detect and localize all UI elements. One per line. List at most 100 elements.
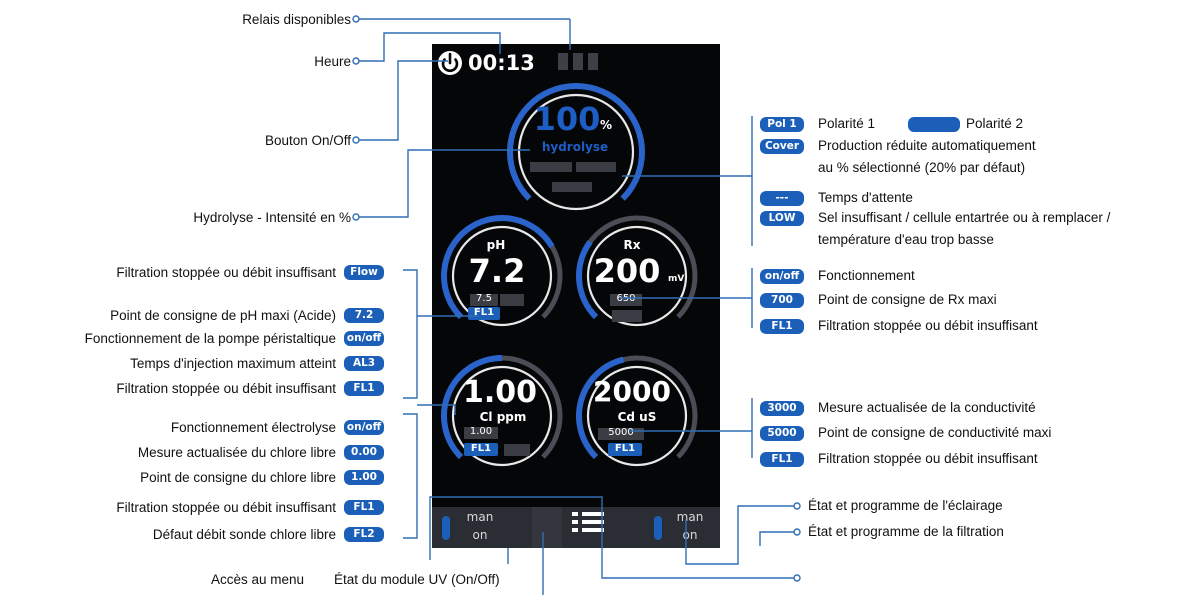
left-mode: man	[466, 510, 494, 524]
right-label-1: Polarité 2	[966, 116, 1024, 131]
filtration-indicator[interactable]	[654, 516, 662, 540]
left-label-0: Relais disponibles	[242, 12, 351, 27]
lighting-indicator[interactable]	[442, 516, 450, 540]
right-label-9: Filtration stoppée ou débit insuffisant	[818, 318, 1038, 333]
cl-extra-box	[504, 444, 530, 456]
hydrolysis-value: 100	[533, 100, 601, 138]
hydrolysis-label: hydrolyse	[541, 140, 609, 154]
ph-gauge	[441, 215, 563, 327]
right-badge-8: 700	[760, 293, 804, 308]
right-label-14: État et programme de la filtration	[808, 524, 1004, 539]
relay-indicator-2	[573, 53, 583, 70]
ph-extra-box	[500, 294, 524, 306]
left-label-10: Mesure actualisée du chlore libre	[137, 445, 336, 460]
left-label-7: Temps d'injection maximum atteint	[130, 356, 336, 371]
cd-gauge	[576, 355, 698, 467]
left-badge-12: FL1	[344, 500, 384, 515]
menu-icon[interactable]	[572, 512, 604, 532]
left-badge-11: 1.00	[344, 470, 384, 485]
left-label-4: Filtration stoppée ou débit insuffisant	[116, 265, 336, 280]
left-label-11: Point de consigne du chlore libre	[140, 470, 336, 485]
right-badge-11: 5000	[760, 426, 804, 441]
cd-value: 2000	[593, 375, 671, 408]
cl-gauge	[441, 355, 563, 467]
relay-indicator-1	[558, 53, 568, 70]
left-label-12: Filtration stoppée ou débit insuffisant	[116, 500, 336, 515]
left-badge-8: FL1	[344, 381, 384, 396]
left-state: on	[472, 528, 488, 542]
left-label-6: Fonctionnement de la pompe péristaltique	[84, 331, 336, 346]
rx-value: 200	[593, 252, 661, 290]
right-label-0: Polarité 1	[818, 116, 876, 131]
right-label-2: Production réduite automatiquement	[818, 138, 1036, 153]
hydrolysis-gauge-fill	[507, 83, 645, 201]
right-label-7: Fonctionnement	[818, 268, 915, 283]
ph-title: pH	[486, 238, 506, 252]
rx-gauge-ring	[586, 225, 688, 327]
left-label-2: Bouton On/Off	[264, 133, 351, 148]
left-badge-13: FL2	[344, 527, 384, 542]
left-badge-7: AL3	[344, 356, 384, 371]
right-badge-4: ---	[760, 191, 804, 206]
ph-gauge-ring	[451, 225, 553, 327]
right-label-12: Filtration stoppée ou débit insuffisant	[818, 451, 1038, 466]
left-label-9: Fonctionnement électrolyse	[170, 420, 336, 435]
cd-title: Cd uS	[617, 410, 657, 424]
cl-value: 1.00	[462, 375, 538, 410]
right-label-11: Point de consigne de conductivité maxi	[818, 425, 1052, 440]
left-label-13: Défaut débit sonde chlore libre	[152, 527, 336, 542]
right-label-6: température d'eau trop basse	[818, 232, 994, 247]
cd-status-bg	[608, 443, 642, 456]
right-label-5: Sel insuffisant / cellule entartrée ou à…	[818, 210, 1111, 225]
right-label-13: État et programme de l'éclairage	[808, 498, 1003, 513]
right-badge-0: Pol 1	[760, 117, 804, 132]
right-badge-2: Cover	[760, 139, 804, 154]
rx-title: Rx	[623, 238, 641, 252]
cl-setpoint-bg	[464, 427, 498, 439]
cl-gauge-fill	[441, 355, 503, 460]
rx-extra-box	[612, 310, 642, 322]
left-badge-4: Flow	[344, 265, 384, 280]
uv-module-label: État du module UV (On/Off)	[334, 572, 500, 587]
left-badge-5: 7.2	[344, 308, 384, 323]
power-icon[interactable]	[438, 51, 462, 75]
ph-setpoint: 7.5	[476, 293, 492, 304]
cl-setpoint: 1.00	[469, 426, 493, 437]
left-label-3: Hydrolyse - Intensité en %	[193, 210, 351, 225]
cl-status: FL1	[470, 443, 492, 454]
cl-gauge-ring	[451, 365, 553, 467]
cd-setpoint: 5000	[608, 427, 634, 438]
polarity-box-2	[576, 162, 616, 172]
clock: 00:13	[468, 51, 535, 75]
left-badge-9: on/off	[344, 420, 384, 435]
ph-setpoint-bg	[470, 294, 498, 306]
left-label-8: Filtration stoppée ou débit insuffisant	[116, 381, 336, 396]
cd-gauge-ring	[586, 365, 688, 467]
cd-status: FL1	[614, 443, 636, 454]
right-badge-10: 3000	[760, 401, 804, 416]
left-label-1: Heure	[314, 54, 351, 69]
controller-screen: 00:13 100 % hydrolyse pH 7.2 7.5 FL1 Rx …	[432, 44, 720, 548]
right-badge-5: LOW	[760, 211, 804, 226]
cl-title: Cl ppm	[479, 410, 527, 424]
hydrolysis-gauge-ring	[517, 93, 635, 211]
hydrolysis-unit: %	[600, 118, 613, 132]
menu-access-label: Accès au menu	[211, 572, 305, 587]
ph-status-bg	[468, 307, 500, 320]
right-label-3: au % sélectionné (20% par défaut)	[818, 160, 1026, 175]
right-label-4: Temps d'attente	[818, 190, 913, 205]
right-label-10: Mesure actualisée de la conductivité	[818, 400, 1036, 415]
polarity-box-1	[530, 162, 572, 172]
rx-setpoint-bg	[610, 294, 642, 306]
right-badge-7: on/off	[760, 269, 804, 284]
rx-unit: mV	[668, 274, 685, 284]
relay-indicator-3	[588, 53, 598, 70]
hydrolysis-status-box	[552, 182, 592, 192]
cl-status-bg	[464, 443, 498, 456]
rx-gauge	[576, 215, 698, 327]
rx-gauge-fill	[576, 240, 599, 320]
uv-module-button[interactable]	[532, 507, 562, 548]
ph-value: 7.2	[468, 252, 526, 290]
left-badge-6: on/off	[344, 331, 384, 346]
